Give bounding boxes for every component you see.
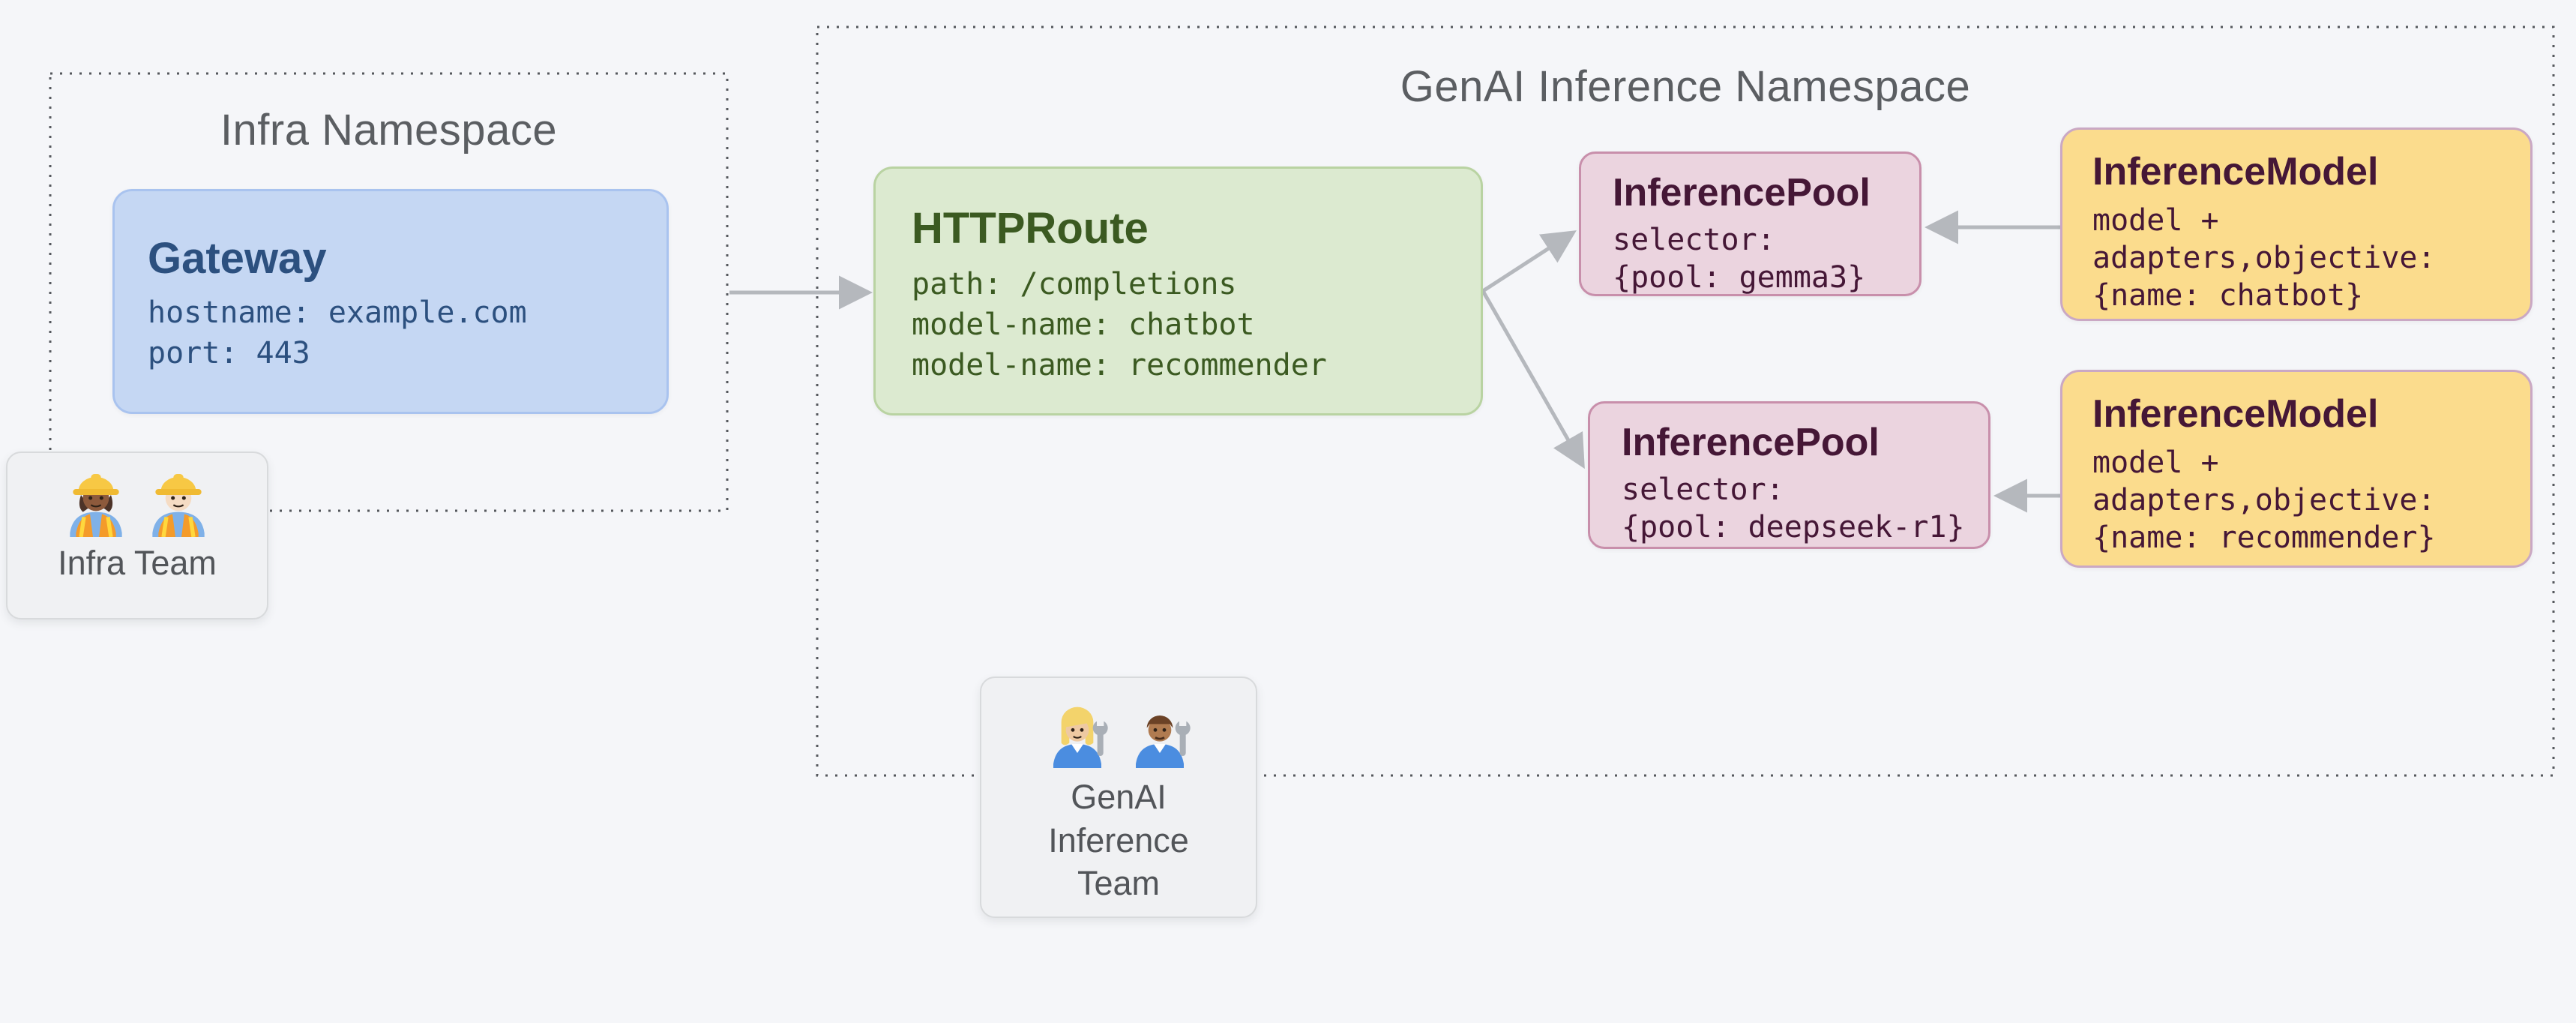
httproute-modelname-chatbot-line: model-name: chatbot [912, 308, 1255, 342]
man-mechanic-icon [1136, 716, 1191, 768]
inferencemodel-chatbot-node: InferenceModel model + adapters,objectiv… [2060, 128, 2533, 321]
infra-namespace-title: Infra Namespace [220, 106, 558, 154]
inferencepool-gemma3-pool-line: {pool: gemma3} [1613, 260, 1866, 295]
inferencemodel-recommender-title: InferenceModel [2092, 392, 2379, 436]
wrench-icon [1092, 718, 1108, 756]
inferencemodel-chatbot-spec: model + adapters,objective: {name: chatb… [2092, 202, 2530, 314]
httproute-modelname-recommender-line: model-name: recommender [912, 348, 1327, 382]
inferencepool-deepseek-title: InferencePool [1622, 421, 1880, 464]
inferencepool-deepseek-spec: selector: {pool: deepseek-r1} [1622, 471, 1988, 546]
infra-namespace-border [49, 72, 729, 512]
httproute-node: HTTPRoute path: /completions model-name:… [873, 166, 1483, 416]
httproute-title: HTTPRoute [912, 204, 1149, 253]
inferencemodel-recommender-node: InferenceModel model + adapters,objectiv… [2060, 370, 2533, 568]
inferencemodel-recommender-spec: model + adapters,objective: {name: recom… [2092, 444, 2530, 556]
woman-construction-worker-icon [70, 474, 122, 537]
genai-team-label: GenAI Inference Team [1048, 778, 1189, 903]
inferencepool-gemma3-title: InferencePool [1613, 171, 1871, 214]
inferencemodel-recommender-model-line: model + [2092, 446, 2219, 480]
httproute-path-line: path: /completions [912, 267, 1237, 302]
woman-mechanic-icon [1053, 706, 1108, 768]
inferencemodel-chatbot-title: InferenceModel [2092, 150, 2379, 194]
inferencepool-deepseek-node: InferencePool selector: {pool: deepseek-… [1588, 401, 1990, 549]
genai-namespace-border [816, 26, 2555, 777]
wrench-icon [1175, 718, 1191, 756]
inferencepool-deepseek-pool-line: {pool: deepseek-r1} [1622, 510, 1965, 544]
inferencemodel-chatbot-adapters-line: adapters,objective: [2092, 241, 2436, 275]
gateway-hostname-line: hostname: example.com [148, 296, 527, 330]
inferencemodel-recommender-name-line: {name: recommender} [2092, 520, 2436, 555]
inferencemodel-chatbot-model-line: model + [2092, 203, 2219, 238]
gateway-port-line: port: 443 [148, 336, 310, 370]
genai-team-icons [981, 696, 1256, 768]
httproute-spec: path: /completions model-name: chatbot m… [912, 264, 1481, 386]
infra-team-icons [7, 465, 267, 537]
genai-namespace-title: GenAI Inference Namespace [1400, 62, 1971, 111]
inferencepool-gemma3-spec: selector: {pool: gemma3} [1613, 221, 1919, 296]
man-construction-worker-icon [152, 474, 205, 537]
gateway-node: Gateway hostname: example.com port: 443 [112, 189, 669, 414]
gateway-title: Gateway [148, 234, 327, 283]
inferencepool-gemma3-node: InferencePool selector: {pool: gemma3} [1579, 152, 1922, 296]
arrow-httproute-to-pool-deepseek [1481, 290, 1585, 470]
inferencepool-deepseek-selector-line: selector: [1622, 472, 1784, 507]
inferencepool-gemma3-selector-line: selector: [1613, 223, 1775, 257]
infra-team-label: Infra Team [58, 544, 217, 582]
genai-inference-team-card: GenAI Inference Team [980, 676, 1257, 918]
infra-team-card: Infra Team [6, 452, 268, 620]
arrow-httproute-to-pool-gemma3 [1481, 230, 1577, 293]
inferencemodel-recommender-adapters-line: adapters,objective: [2092, 483, 2436, 518]
gateway-spec: hostname: example.com port: 443 [148, 292, 666, 374]
inferencemodel-chatbot-name-line: {name: chatbot} [2092, 278, 2364, 313]
